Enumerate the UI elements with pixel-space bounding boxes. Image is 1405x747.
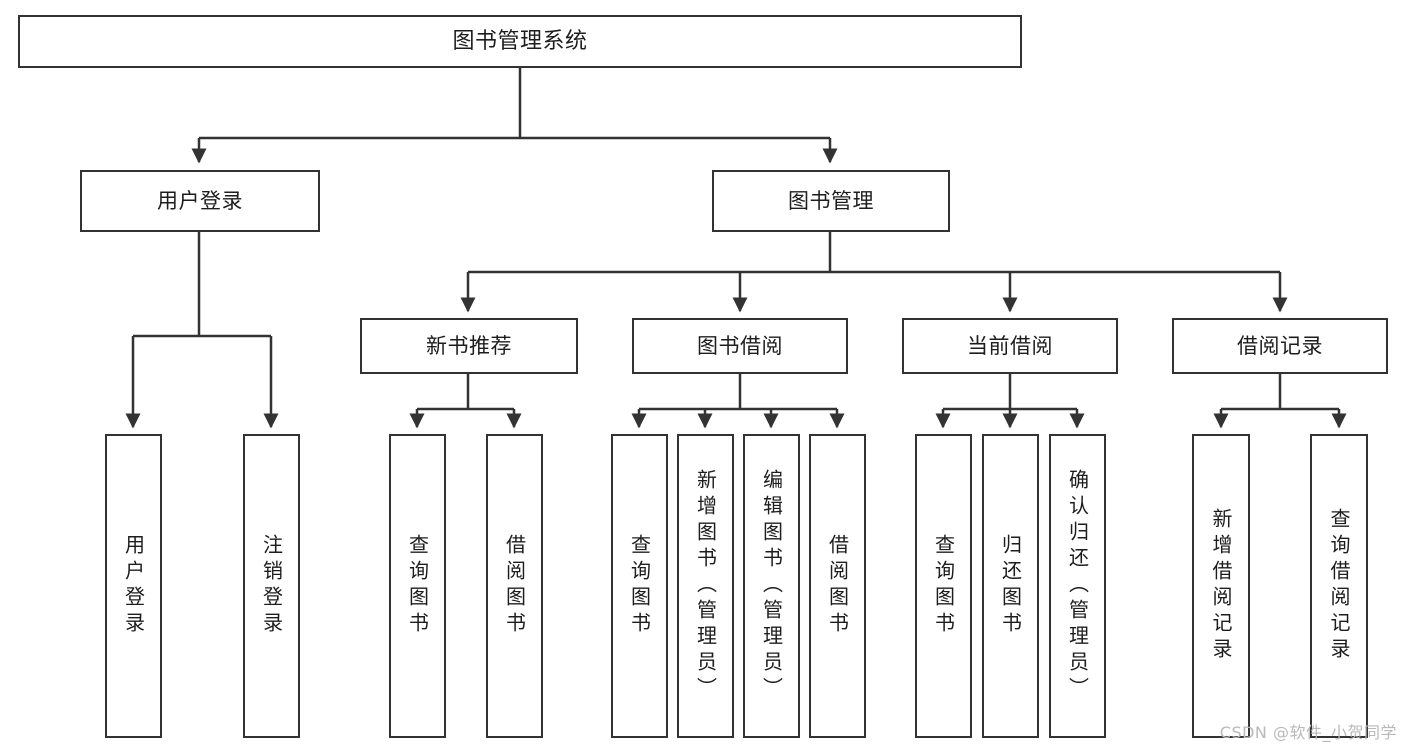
node-label: 图书管理 <box>788 188 874 213</box>
node-label: 查询借阅记录 <box>1327 508 1351 664</box>
leaf-borrow-borrow-book[interactable]: 借阅图书 <box>809 434 866 738</box>
node-root-system[interactable]: 图书管理系统 <box>18 15 1022 68</box>
node-label: 查询图书 <box>627 534 652 638</box>
leaf-new-book-borrow[interactable]: 借阅图书 <box>486 434 543 738</box>
node-borrow-record[interactable]: 借阅记录 <box>1172 318 1388 374</box>
node-label: 新书推荐 <box>426 333 512 358</box>
node-current-borrow[interactable]: 当前借阅 <box>902 318 1118 374</box>
leaf-new-book-query[interactable]: 查询图书 <box>389 434 446 738</box>
node-label: 借阅图书 <box>825 534 850 638</box>
leaf-borrow-add-book[interactable]: 新增图书（管理员） <box>677 434 734 738</box>
node-label: 归还图书 <box>998 534 1023 638</box>
node-label: 注销登录 <box>259 534 284 638</box>
node-label: 查询图书 <box>931 534 956 638</box>
leaf-current-query-book[interactable]: 查询图书 <box>915 434 972 738</box>
node-label: 借阅记录 <box>1237 333 1323 358</box>
csdn-watermark: CSDN @软件_小贺同学 <box>1219 723 1397 742</box>
node-label: 图书借阅 <box>697 333 783 358</box>
node-label: 借阅图书 <box>502 534 527 638</box>
node-label: 新增借阅记录 <box>1209 508 1233 664</box>
leaf-record-query-record[interactable]: 查询借阅记录 <box>1310 434 1368 738</box>
leaf-current-return-book[interactable]: 归还图书 <box>982 434 1039 738</box>
leaf-user-login-logout[interactable]: 注销登录 <box>243 434 300 738</box>
node-book-borrow[interactable]: 图书借阅 <box>632 318 848 374</box>
leaf-record-add-record[interactable]: 新增借阅记录 <box>1192 434 1250 738</box>
node-label: 查询图书 <box>405 534 430 638</box>
node-label: 确认归还（管理员） <box>1065 469 1090 703</box>
node-label: 当前借阅 <box>967 333 1053 358</box>
leaf-borrow-edit-book[interactable]: 编辑图书（管理员） <box>743 434 800 738</box>
node-new-book-recommend[interactable]: 新书推荐 <box>360 318 578 374</box>
node-label: 用户登录 <box>121 534 146 638</box>
leaf-user-login-login[interactable]: 用户登录 <box>105 434 162 738</box>
node-label: 用户登录 <box>157 188 243 213</box>
node-label: 编辑图书（管理员） <box>759 469 784 703</box>
node-user-login[interactable]: 用户登录 <box>80 170 320 232</box>
node-label: 新增图书（管理员） <box>693 469 718 703</box>
leaf-borrow-query-book[interactable]: 查询图书 <box>611 434 668 738</box>
node-book-management[interactable]: 图书管理 <box>712 170 950 232</box>
node-label: 图书管理系统 <box>452 28 588 54</box>
leaf-current-confirm-return[interactable]: 确认归还（管理员） <box>1049 434 1106 738</box>
